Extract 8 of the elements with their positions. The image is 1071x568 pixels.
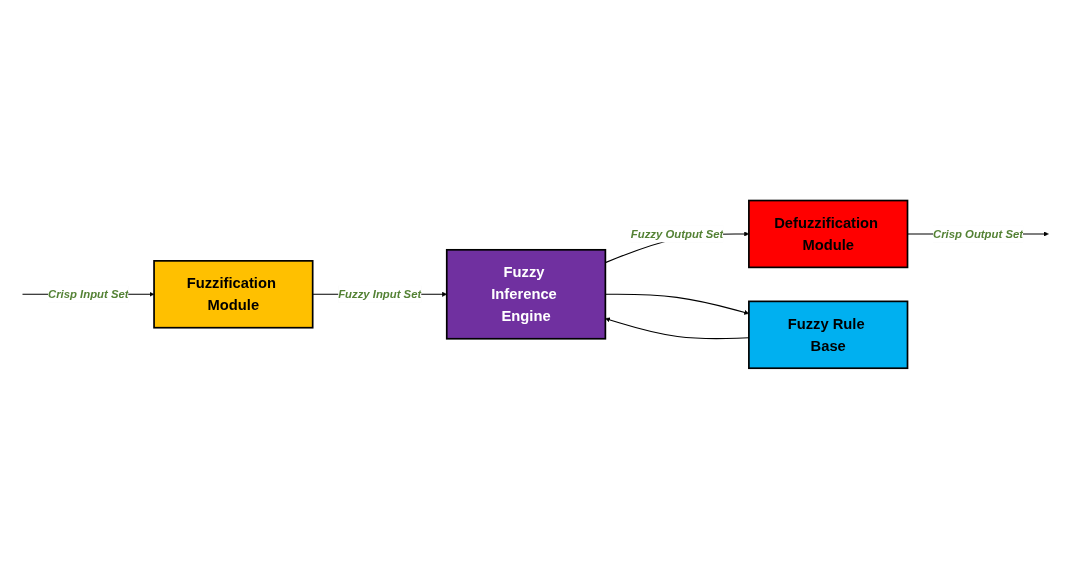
edge-label: Fuzzy Output Set bbox=[630, 227, 724, 240]
node-box: Fuzzy Rule Base bbox=[748, 300, 909, 369]
node-box: Defuzzification Module bbox=[748, 199, 909, 268]
node-box: Fuzzy Inference Engine bbox=[445, 248, 607, 340]
edge-label: Crisp Input Set bbox=[47, 287, 129, 301]
edge-label: Crisp Output Set bbox=[933, 227, 1024, 240]
node-box: Fuzzification Module bbox=[153, 259, 314, 329]
edge-label: Fuzzy Input Set bbox=[338, 287, 422, 301]
